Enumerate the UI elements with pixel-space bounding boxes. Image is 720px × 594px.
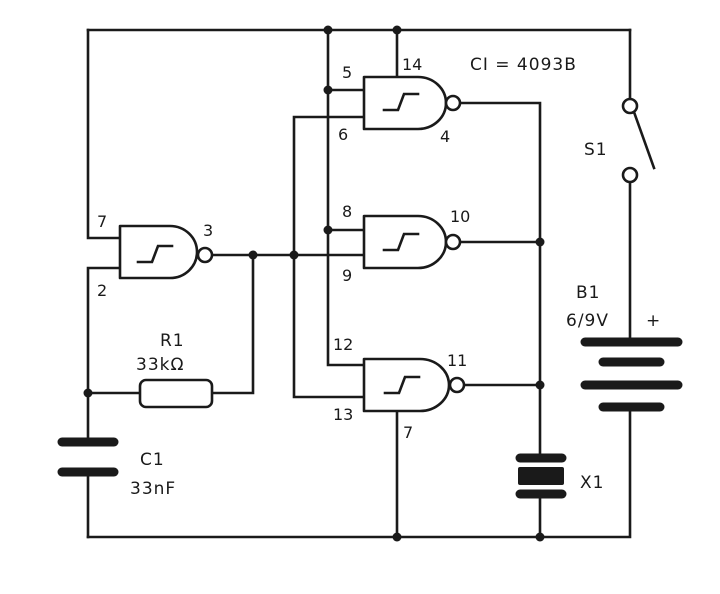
c1-value: 33nF bbox=[130, 479, 176, 499]
pin-label: 8 bbox=[342, 202, 352, 221]
junction-dot bbox=[289, 250, 299, 260]
pin-label: 14 bbox=[402, 55, 422, 74]
wire-r1-right bbox=[210, 253, 255, 395]
pin-label: 4 bbox=[440, 127, 450, 146]
junction-dot bbox=[323, 25, 333, 35]
pin-label: 7 bbox=[403, 423, 413, 442]
switch-contact bbox=[621, 97, 639, 115]
gate-1 bbox=[118, 224, 214, 280]
x1-name: X1 bbox=[580, 473, 604, 493]
pin-label: 10 bbox=[450, 207, 470, 226]
s1-name: S1 bbox=[584, 140, 608, 160]
wires bbox=[86, 28, 632, 539]
gate-2 bbox=[362, 75, 462, 131]
pin-label: 3 bbox=[203, 221, 213, 240]
nand-gate-body bbox=[362, 75, 448, 131]
gate-4 bbox=[362, 357, 466, 413]
junction-dot bbox=[323, 85, 333, 95]
nand-gate-body bbox=[362, 357, 451, 413]
inverter-bubble bbox=[444, 233, 462, 251]
nand-gate-body bbox=[118, 224, 199, 280]
r1-value: 33kΩ bbox=[136, 355, 184, 375]
pin-label: 2 bbox=[97, 281, 107, 300]
schmitt-icon bbox=[136, 244, 174, 264]
wire-pin2 bbox=[86, 266, 122, 442]
b1-value: 6/9V bbox=[566, 311, 609, 331]
schmitt-icon bbox=[383, 375, 421, 395]
transducer-crystal bbox=[518, 467, 564, 485]
pin-label: 11 bbox=[447, 351, 467, 370]
junction-dot bbox=[535, 380, 545, 390]
gate-3 bbox=[362, 214, 462, 270]
switch-s1 bbox=[621, 97, 656, 184]
switch-lever bbox=[632, 110, 656, 170]
pin-label: 7 bbox=[97, 212, 107, 231]
b1-name: B1 bbox=[576, 283, 600, 303]
pin-label: 9 bbox=[342, 266, 352, 285]
wire-out4 bbox=[458, 101, 542, 457]
inverter-bubble bbox=[444, 94, 462, 112]
junction-dot bbox=[535, 237, 545, 247]
junction-dot bbox=[392, 25, 402, 35]
junction-dot bbox=[83, 388, 93, 398]
switch-contact bbox=[621, 166, 639, 184]
b1-polarity: + bbox=[646, 311, 661, 331]
junction-dot bbox=[535, 532, 545, 542]
junctions bbox=[83, 25, 545, 542]
pin-label: 5 bbox=[342, 63, 352, 82]
c1-name: C1 bbox=[140, 450, 165, 470]
battery-b1 bbox=[580, 337, 683, 412]
inverter-bubble bbox=[448, 376, 466, 394]
capacitor-c1 bbox=[57, 437, 119, 477]
inverter-bubble bbox=[196, 246, 214, 264]
junction-dot bbox=[248, 250, 258, 260]
schmitt-icon bbox=[382, 232, 420, 252]
pin-label: 13 bbox=[333, 405, 353, 424]
junction-dot bbox=[323, 225, 333, 235]
pin-label: 6 bbox=[338, 125, 348, 144]
junction-dot bbox=[392, 532, 402, 542]
chip-label: CI = 4093B bbox=[470, 55, 577, 75]
schmitt-icon bbox=[382, 92, 420, 112]
transducer-x1 bbox=[515, 453, 567, 499]
r1-name: R1 bbox=[160, 331, 185, 351]
wire-bottom-rail bbox=[86, 406, 632, 539]
wire-left-rail bbox=[86, 28, 122, 240]
pin-label: 12 bbox=[333, 335, 353, 354]
resistor-r1 bbox=[138, 378, 214, 409]
wire-inputs-bus bbox=[326, 28, 366, 367]
nand-gate-body bbox=[362, 214, 448, 270]
